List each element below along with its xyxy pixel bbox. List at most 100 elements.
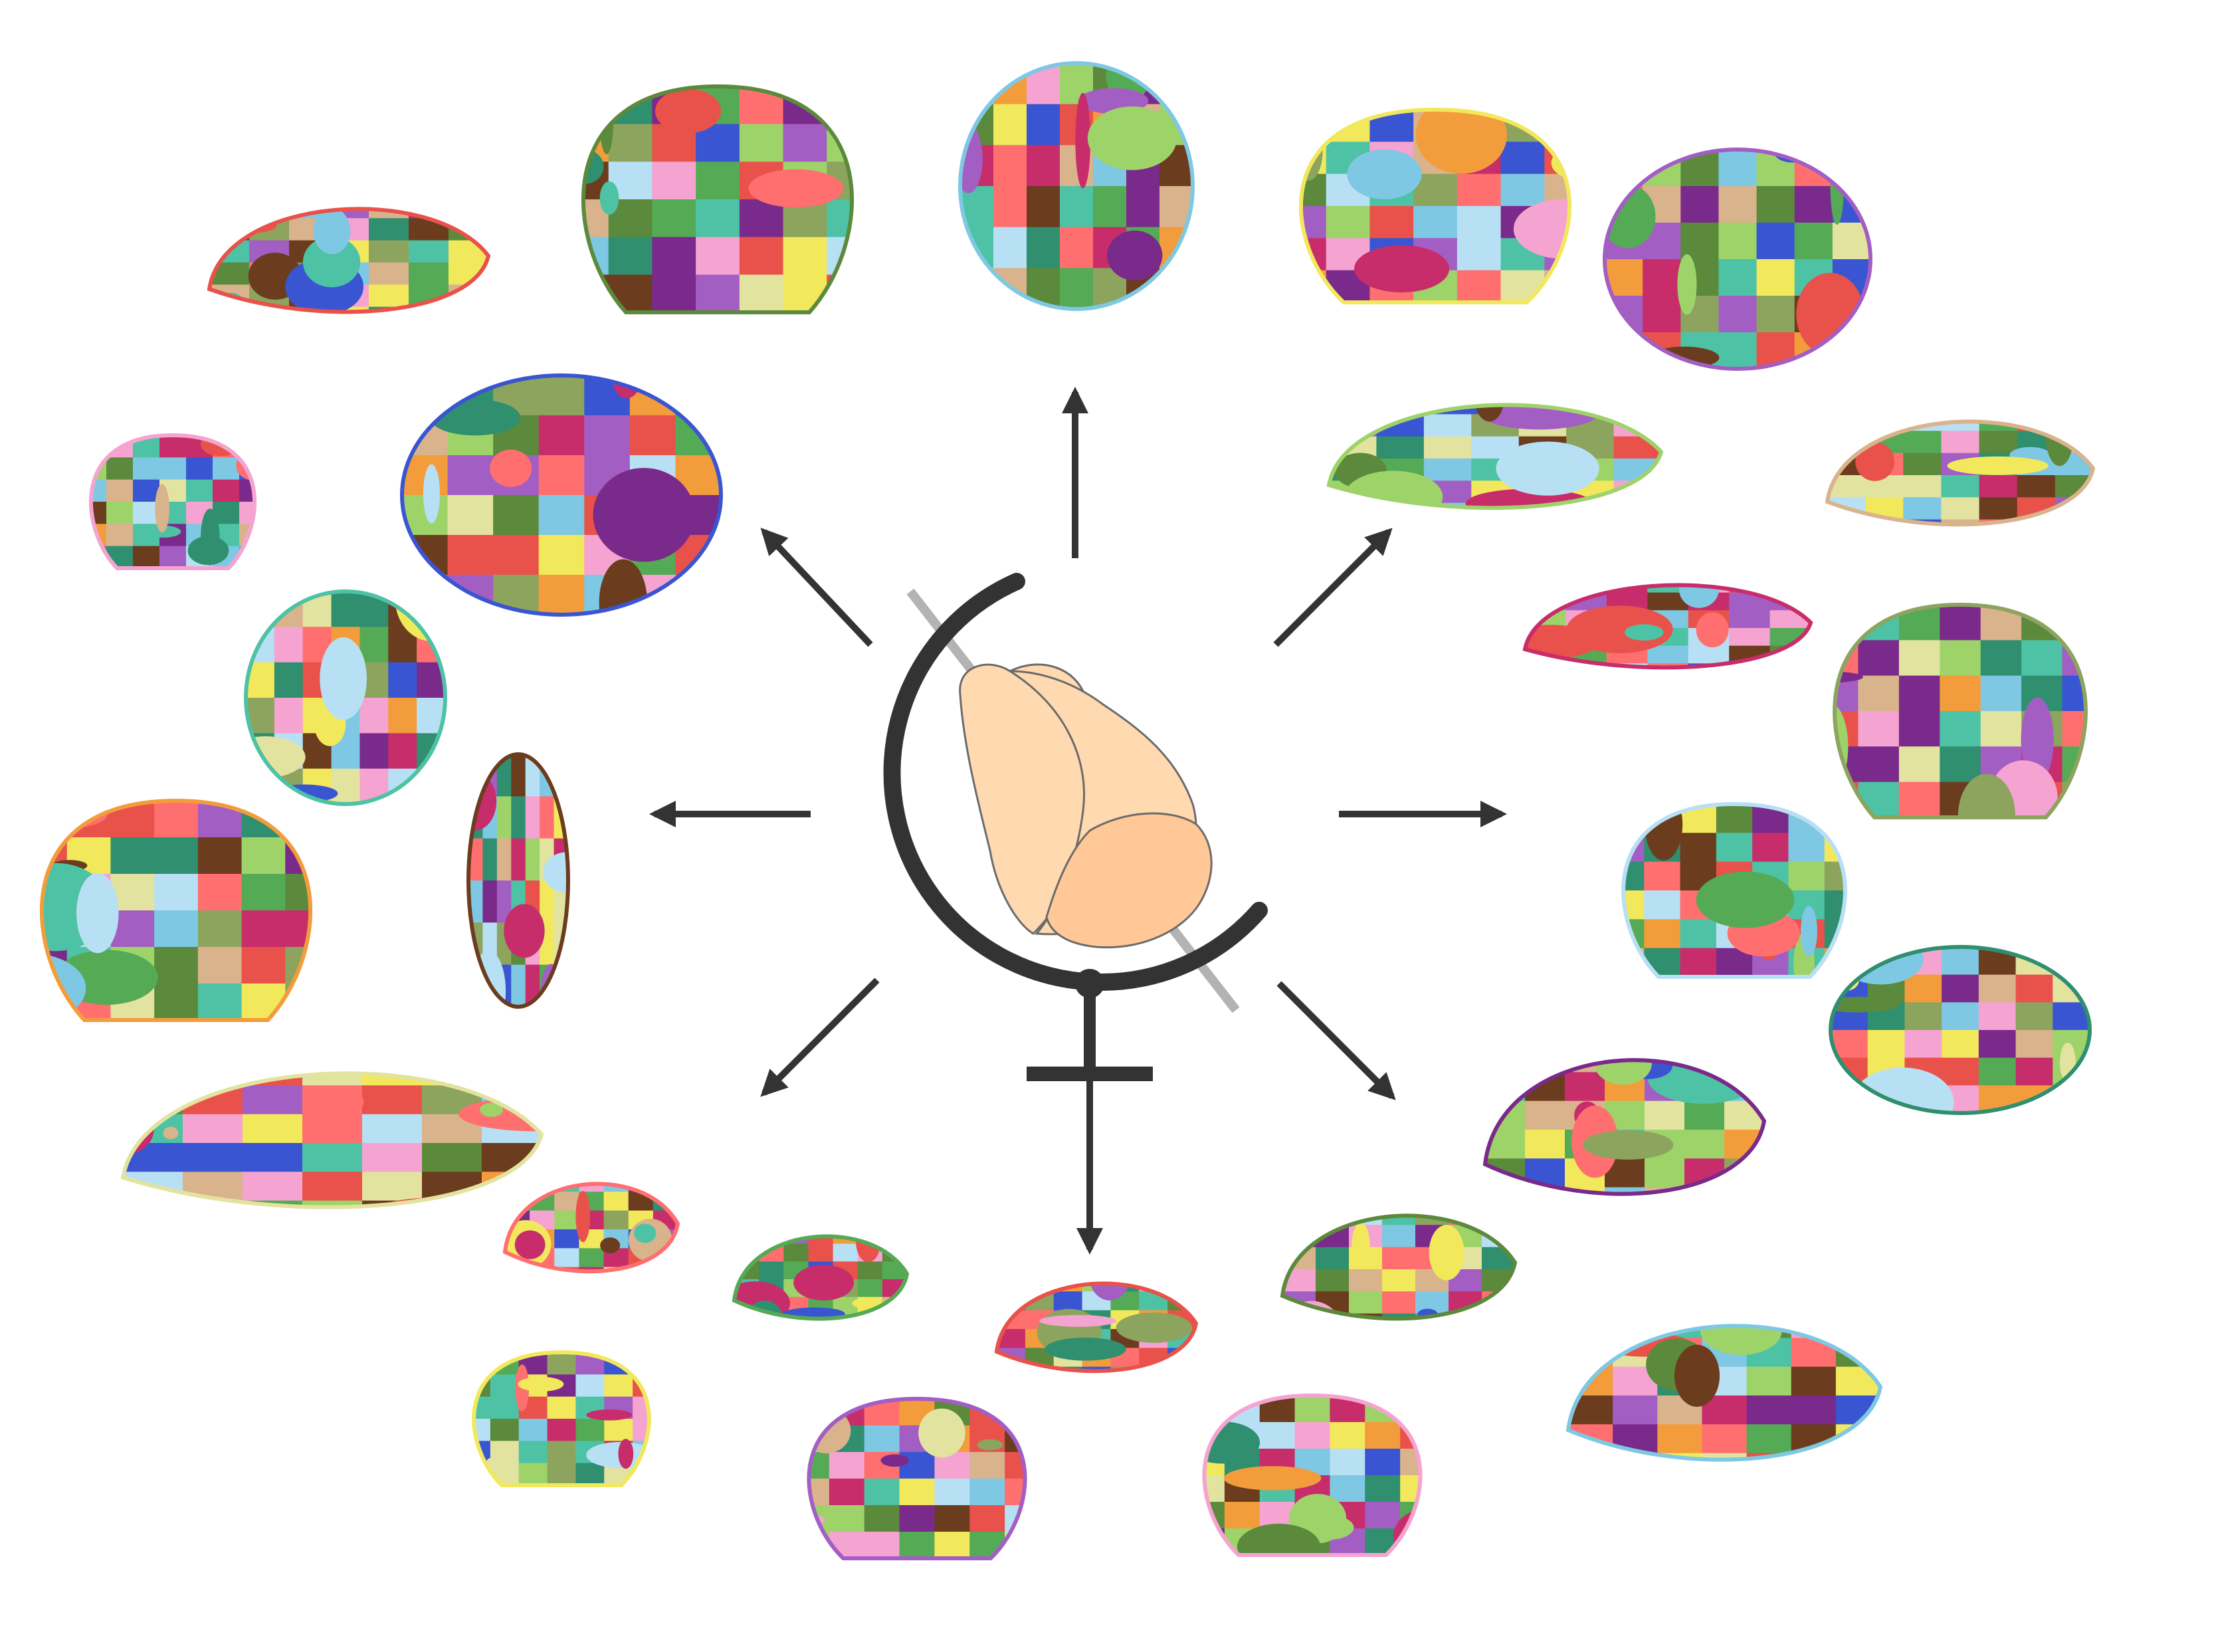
atlas-region xyxy=(1060,186,1094,228)
atlas-region xyxy=(302,1143,363,1173)
atlas-region xyxy=(243,1172,303,1201)
atlas-region xyxy=(1605,1187,1645,1194)
atlas-region xyxy=(1294,1422,1331,1449)
atlas-region xyxy=(1940,711,1981,748)
atlas-region xyxy=(993,186,1027,228)
atlas-region xyxy=(1769,585,1811,593)
atlas-region xyxy=(1794,223,1833,260)
atlas-region xyxy=(106,524,134,547)
atlas-region xyxy=(600,1237,621,1254)
atlas-region xyxy=(417,591,445,628)
atlas-region xyxy=(1824,804,1845,834)
atlas-region xyxy=(934,1479,971,1506)
atlas-region xyxy=(969,1452,1006,1479)
atlas-region xyxy=(1978,1002,2017,1031)
atlas-region xyxy=(1898,746,1941,783)
atlas-region xyxy=(1382,1291,1416,1314)
atlas-region xyxy=(1568,1326,1614,1339)
atlas-region xyxy=(1568,1453,1614,1460)
atlas-thumbnail-coronal xyxy=(807,1396,1027,1560)
atlas-region xyxy=(514,1230,546,1259)
atlas-region xyxy=(1855,442,1895,481)
atlas-region xyxy=(1224,1502,1260,1529)
atlas-region xyxy=(540,796,555,839)
atlas-region xyxy=(525,796,541,839)
atlas-region xyxy=(864,1479,900,1506)
atlas-region xyxy=(1500,270,1546,302)
atlas-region xyxy=(1082,1366,1112,1372)
atlas-region xyxy=(490,1396,520,1419)
atlas-region xyxy=(274,627,304,663)
atlas-region xyxy=(612,375,641,399)
atlas-region xyxy=(1724,1187,1764,1194)
atlas-region xyxy=(1680,948,1717,977)
atlas-region xyxy=(1835,1453,1880,1460)
atlas-region xyxy=(918,1408,965,1458)
atlas-region xyxy=(1613,1395,1659,1425)
atlas-region xyxy=(183,1073,243,1086)
atlas-thumbnail-coronal xyxy=(89,433,256,570)
atlas-region xyxy=(1832,150,1870,187)
atlas-region xyxy=(554,1229,580,1249)
atlas-region xyxy=(302,1114,363,1144)
atlas-region xyxy=(584,415,631,456)
atlas-region xyxy=(285,837,311,875)
atlas-region xyxy=(2055,497,2093,520)
atlas-region xyxy=(675,375,721,416)
atlas-region xyxy=(1647,663,1689,668)
atlas-region xyxy=(1513,199,1570,259)
atlas-region xyxy=(1400,1395,1421,1423)
atlas-region xyxy=(1365,1449,1401,1476)
atlas-region xyxy=(547,1463,577,1485)
atlas-region xyxy=(1613,480,1661,504)
atlas-region xyxy=(1060,268,1094,309)
atlas-region xyxy=(547,1441,577,1464)
atlas-region xyxy=(1376,502,1425,508)
atlas-region xyxy=(1525,585,1567,593)
atlas-region xyxy=(739,237,784,276)
atlas-region xyxy=(1525,663,1567,668)
atlas-outline xyxy=(1522,583,1813,670)
atlas-region xyxy=(518,1463,548,1485)
atlas-region xyxy=(1316,1247,1350,1270)
atlas-region xyxy=(320,637,367,720)
atlas-region xyxy=(993,227,1027,269)
atlas-region xyxy=(1835,746,1859,783)
atlas-region xyxy=(1387,1319,1469,1350)
atlas-region xyxy=(1867,1030,1906,1059)
atlas-region xyxy=(857,1314,883,1319)
atlas-region xyxy=(2059,608,2086,631)
atlas-region xyxy=(1167,1283,1196,1292)
atlas-outline xyxy=(207,207,491,314)
atlas-region xyxy=(241,837,286,875)
atlas-region xyxy=(1457,173,1502,207)
atlas-region xyxy=(1756,223,1795,260)
atlas-region xyxy=(154,801,199,838)
atlas-region xyxy=(186,479,213,502)
atlas-region xyxy=(1835,1326,1880,1339)
atlas-region xyxy=(1858,746,1900,783)
atlas-region xyxy=(154,874,199,911)
atlas-region xyxy=(1027,145,1060,187)
atlas-region xyxy=(829,1532,865,1558)
atlas-region xyxy=(1835,605,1859,641)
atlas-region xyxy=(1835,704,1849,790)
atlas-region xyxy=(1680,919,1717,949)
atlas-region xyxy=(1978,1057,2017,1086)
atlas-region xyxy=(633,1352,649,1376)
atlas-region xyxy=(1746,1366,1792,1396)
atlas-region xyxy=(1718,259,1758,296)
atlas-thumbnail-coronal xyxy=(1621,801,1847,979)
atlas-region xyxy=(1482,1291,1515,1314)
atlas-region xyxy=(1700,1326,1782,1356)
atlas-region xyxy=(1941,431,1980,454)
atlas-thumbnail-sagittal xyxy=(466,752,570,1009)
atlas-region xyxy=(429,399,521,436)
atlas-region xyxy=(1303,1515,1354,1540)
atlas-region xyxy=(1769,645,1811,665)
atlas-region xyxy=(1544,110,1570,143)
atlas-region xyxy=(1624,624,1664,641)
atlas-region xyxy=(468,880,484,924)
atlas-region xyxy=(241,910,286,948)
atlas-region xyxy=(1347,149,1422,199)
